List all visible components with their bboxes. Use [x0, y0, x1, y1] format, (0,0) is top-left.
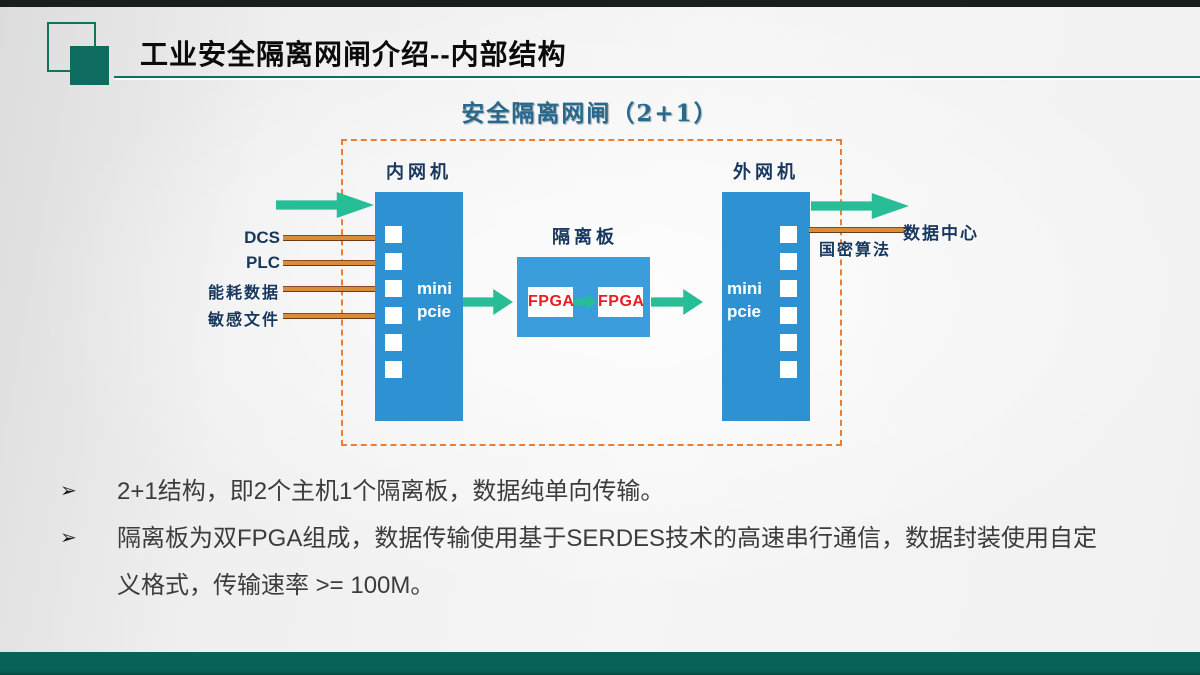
input-label-sensitive-files: 敏感文件	[207, 310, 280, 329]
bullet-text-2: 隔离板为双FPGA组成，数据传输使用基于SERDES技术的高速串行通信，数据封装…	[117, 525, 1098, 599]
port-slot	[780, 226, 797, 243]
input-label-plc: PLC	[246, 253, 280, 272]
title-decoration-filled-square	[70, 46, 109, 85]
bullet-item-2: ➢ 隔离板为双FPGA组成，数据传输使用基于SERDES技术的高速串行通信，数据…	[60, 515, 1115, 609]
input-label-energy-data: 能耗数据	[207, 283, 280, 302]
port-slot	[780, 253, 797, 270]
bullet-text-1: 2+1结构，即2个主机1个隔离板，数据纯单向传输。	[117, 478, 665, 505]
input-wire-dcs	[283, 235, 379, 241]
input-wire-plc	[283, 260, 379, 266]
port-slot	[385, 307, 402, 324]
input-label-dcs: DCS	[244, 228, 280, 247]
port-slot	[780, 334, 797, 351]
port-slot	[385, 226, 402, 243]
inner-host-port-slots	[385, 226, 402, 388]
isolation-board-box: FPGA FPGA	[517, 257, 650, 337]
gateway-dashed-frame	[341, 139, 842, 446]
bullet-item-1: ➢ 2+1结构，即2个主机1个隔离板，数据纯单向传输。	[60, 468, 1115, 515]
bullet-arrow-icon: ➢	[60, 480, 77, 502]
outer-host-mini-pcie-label: mini pcie	[727, 279, 762, 321]
port-slot	[780, 280, 797, 297]
top-accent-bar	[0, 0, 1200, 7]
title-underline	[114, 76, 1200, 78]
fpga-chip-1: FPGA	[528, 287, 574, 317]
diagram-title: 安全隔离网闸（2+1）	[461, 100, 719, 127]
bullet-arrow-icon: ➢	[60, 527, 77, 549]
output-algorithm-label: 国密算法	[819, 240, 892, 259]
bottom-accent-bar	[0, 652, 1200, 675]
output-wire	[809, 227, 909, 233]
port-slot	[385, 361, 402, 378]
bullet-list: ➢ 2+1结构，即2个主机1个隔离板，数据纯单向传输。 ➢ 隔离板为双FPGA组…	[60, 468, 1115, 609]
page-title: 工业安全隔离网闸介绍--内部结构	[140, 39, 567, 70]
outer-host-box: mini pcie	[722, 192, 810, 421]
port-slot	[780, 361, 797, 378]
outer-host-port-slots	[780, 226, 797, 388]
inner-host-box: mini pcie	[375, 192, 463, 421]
input-wire-energy-data	[283, 286, 379, 292]
output-destination-label: 数据中心	[903, 224, 979, 244]
flow-arrow-fpga-to-fpga	[574, 294, 597, 310]
port-slot	[780, 307, 797, 324]
input-wire-sensitive-files	[283, 313, 379, 319]
port-slot	[385, 253, 402, 270]
port-slot	[385, 280, 402, 297]
isolation-board-label: 隔离板	[552, 227, 618, 248]
outer-host-label: 外网机	[733, 162, 799, 183]
fpga-chip-2: FPGA	[598, 287, 644, 317]
inner-host-mini-pcie-label: mini pcie	[417, 279, 452, 321]
port-slot	[385, 334, 402, 351]
inner-host-label: 内网机	[386, 162, 452, 183]
